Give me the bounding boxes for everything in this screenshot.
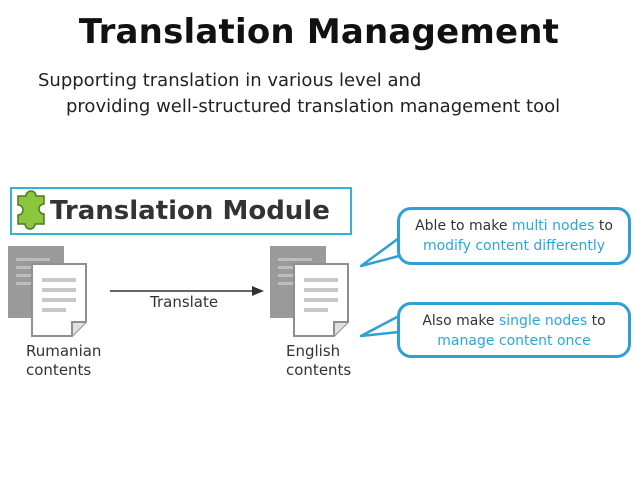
translate-arrow: [110, 286, 264, 296]
callout-single-nodes: Also make single nodes to manage content…: [397, 302, 631, 358]
source-document-label: Rumanian contents: [26, 342, 102, 379]
callout-single-line2: manage content once: [437, 333, 591, 349]
translation-module-box: [10, 187, 352, 235]
target-document-label: English contents: [286, 342, 352, 379]
callout-multi-nodes: Able to make multi nodes to modify conte…: [397, 207, 631, 265]
subtitle-line-1: Supporting translation in various level …: [38, 70, 422, 91]
callout-multi-highlight: multi nodes: [511, 218, 595, 234]
page-title: Translation Management: [78, 12, 560, 52]
callout-single-highlight: single nodes: [499, 313, 588, 329]
translate-arrow-label: Translate: [150, 293, 219, 311]
target-document-icon: [270, 246, 349, 337]
translation-module-label: Translation Module: [50, 196, 330, 226]
page-subtitle: Supporting translation in various level …: [38, 68, 560, 120]
subtitle-line-2: providing well-structured translation ma…: [66, 96, 561, 117]
callout-multi-line2: modify content differently: [422, 238, 606, 254]
puzzle-icon: [17, 190, 45, 230]
callout-connectors: [359, 236, 400, 338]
source-document-icon: [8, 246, 87, 337]
